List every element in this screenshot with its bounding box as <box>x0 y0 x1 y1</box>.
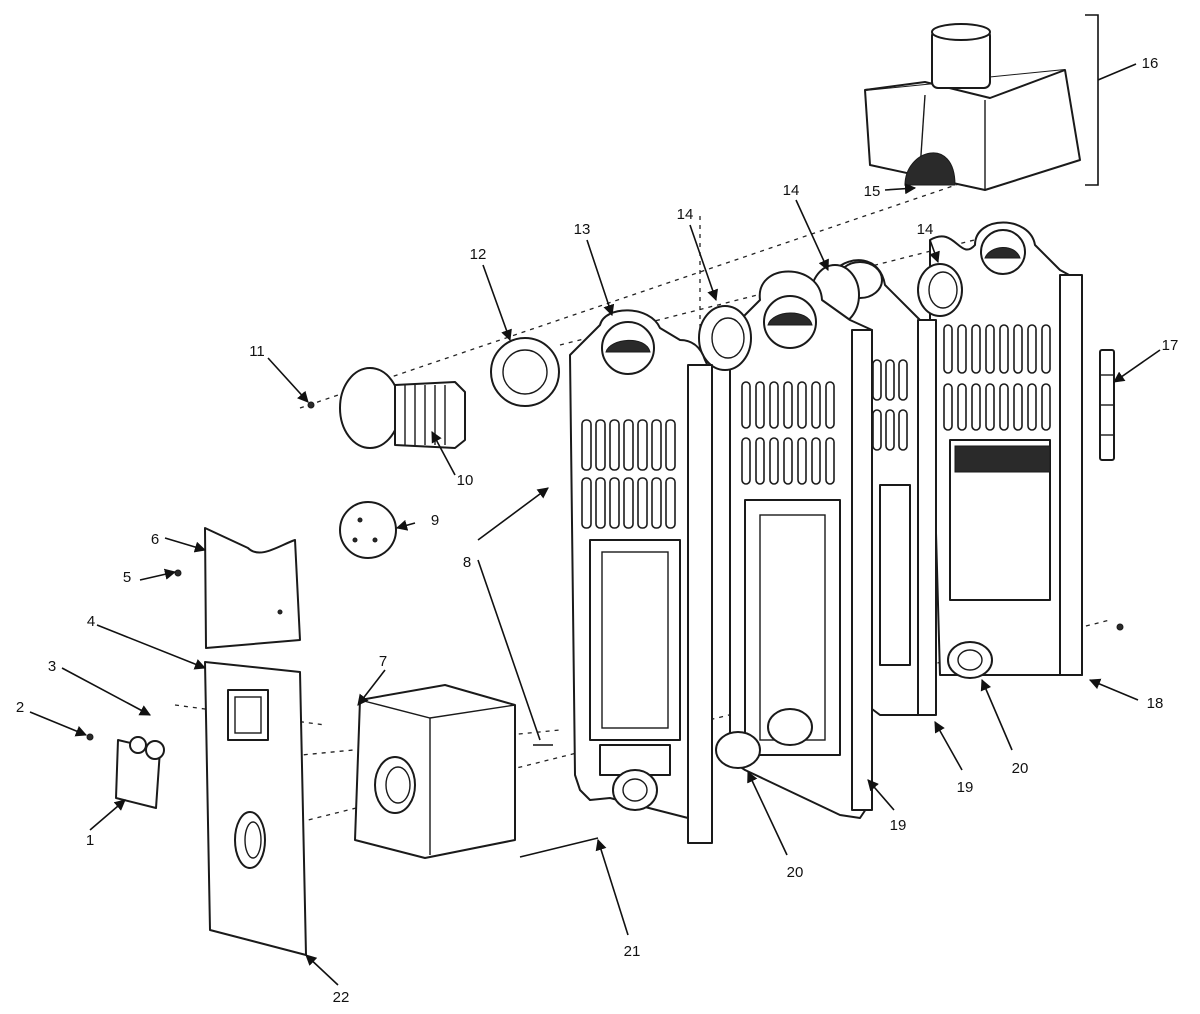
callout-12: 12 <box>470 246 487 263</box>
callout-19-left: 19 <box>890 817 907 834</box>
callout-22: 22 <box>333 989 350 1006</box>
section-bracket <box>1099 349 1115 461</box>
callout-14-left: 14 <box>677 206 694 223</box>
upper-jacket-panel <box>204 527 301 649</box>
push-nipple-left <box>698 305 752 371</box>
callout-14-right: 14 <box>917 221 934 238</box>
lower-push-nipples <box>715 641 993 769</box>
callout-20-left: 20 <box>787 864 804 881</box>
callout-19-right: 19 <box>957 779 974 796</box>
callout-7: 7 <box>379 653 387 670</box>
screw-5 <box>174 569 182 577</box>
callout-14-middle: 14 <box>783 182 800 199</box>
flue-canopy <box>864 23 1081 191</box>
middle-section-1 <box>729 270 873 819</box>
middle-section-1-slots <box>741 381 835 485</box>
callout-20-right: 20 <box>1012 760 1029 777</box>
rear-section <box>929 221 1083 676</box>
callout-3: 3 <box>48 658 56 675</box>
callout-17: 17 <box>1162 337 1179 354</box>
callout-labels: 1 2 3 4 5 6 7 8 9 10 11 12 13 14 14 14 1… <box>16 55 1179 1006</box>
push-nipple-upper-right <box>917 263 963 317</box>
front-section-slots <box>581 419 676 529</box>
callout-10: 10 <box>457 472 474 489</box>
front-section <box>569 309 713 844</box>
screw-2 <box>86 733 94 741</box>
callout-2: 2 <box>16 699 24 716</box>
callout-6: 6 <box>151 531 159 548</box>
rear-section-slots <box>943 324 1051 431</box>
combustion-chamber <box>354 684 516 859</box>
gasket-ring <box>490 337 560 407</box>
front-plate <box>204 661 307 956</box>
callout-15: 15 <box>864 183 881 200</box>
callout-8: 8 <box>463 554 471 571</box>
observation-door <box>115 736 165 809</box>
callout-4: 4 <box>87 613 95 630</box>
callout-5: 5 <box>123 569 131 586</box>
callout-13: 13 <box>574 221 591 238</box>
callout-16: 16 <box>1142 55 1159 72</box>
leader-lines <box>29 63 1161 986</box>
callout-9: 9 <box>431 512 439 529</box>
burner-assembly <box>339 367 466 449</box>
screw-18 <box>1116 623 1124 631</box>
callout-1: 1 <box>86 832 94 849</box>
callout-18: 18 <box>1147 695 1164 712</box>
canopy-bracket <box>1085 14 1099 186</box>
callout-11: 11 <box>249 343 265 360</box>
observation-plate <box>339 501 397 559</box>
callout-21: 21 <box>624 943 641 960</box>
screw <box>307 401 315 409</box>
